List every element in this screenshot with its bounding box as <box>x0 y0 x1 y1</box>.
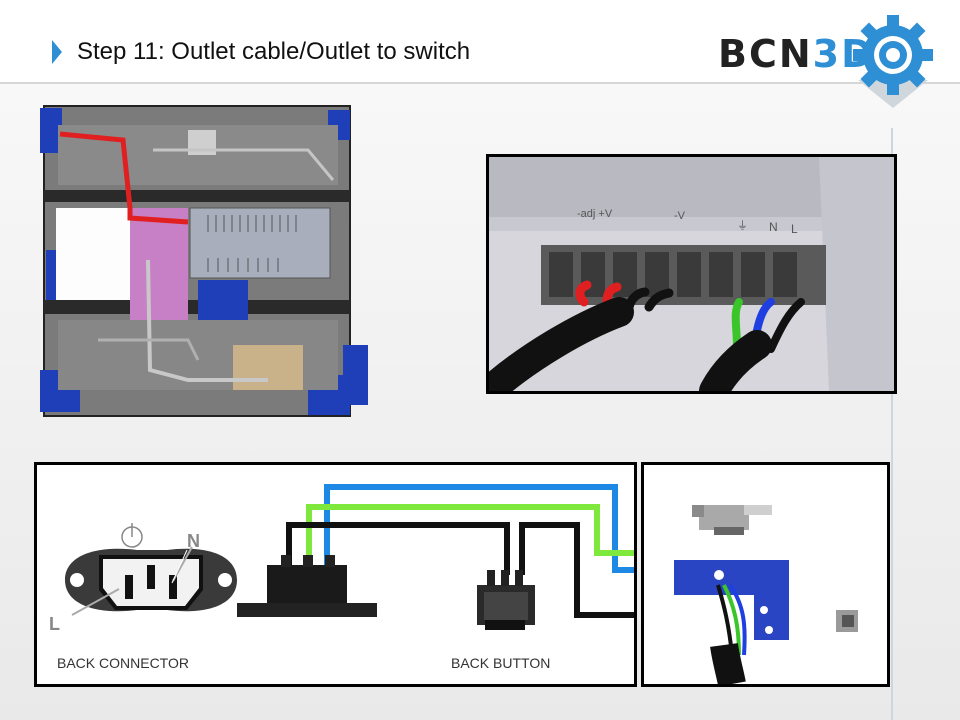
slide-header: Step 11: Outlet cable/Outlet to switch B… <box>0 0 960 108</box>
psu-terminal-label-0: -adj +V <box>577 208 613 220</box>
psu-terminal-label-4: L <box>791 222 798 236</box>
psu-terminal-label-1: -V <box>674 210 686 222</box>
neutral-marker: N <box>187 531 200 551</box>
line-marker: L <box>49 614 60 634</box>
decorative-divider <box>891 128 893 720</box>
wiring-schematic: N L BACK CONNECTOR BACK BUTTON <box>34 462 637 687</box>
power-supply-terminal-image: -adj +V -V ⏚ N L <box>486 154 897 394</box>
slide-title: Step 11: Outlet cable/Outlet to switch <box>77 38 471 65</box>
psu-terminal-label-2: ⏚ <box>737 219 748 232</box>
back-button-label: BACK BUTTON <box>451 655 551 671</box>
gear-icon <box>853 15 933 108</box>
printer-top-view-image <box>38 100 370 422</box>
switch-bracket-image <box>641 462 890 687</box>
back-connector-label: BACK CONNECTOR <box>57 655 189 671</box>
title-bullet-icon <box>52 40 62 64</box>
psu-terminal-label-3: N <box>769 220 778 234</box>
rocker-switch-symbol <box>477 570 535 630</box>
logo-text-a: BCN <box>718 32 813 76</box>
inlet-side-symbol <box>237 555 377 617</box>
iec-socket-symbol <box>65 523 237 616</box>
